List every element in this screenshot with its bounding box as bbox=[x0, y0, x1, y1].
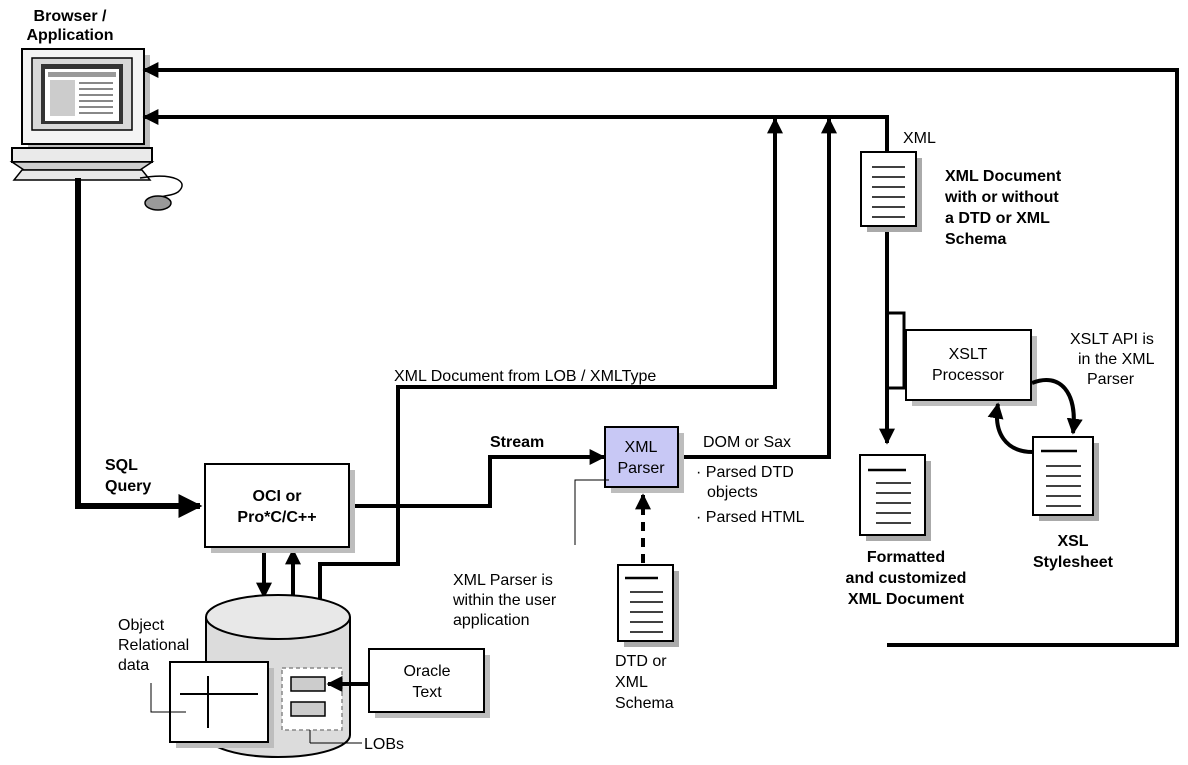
oci-label-line1: OCI or bbox=[253, 488, 302, 505]
formatted-label-line3: XML Document bbox=[848, 591, 965, 608]
dtd-label-line3: Schema bbox=[615, 695, 674, 712]
parsed-dtd-label-line1: · Parsed DTD bbox=[696, 464, 794, 481]
object-relational-label-line1: Object bbox=[118, 617, 165, 634]
lobs-label: LOBs bbox=[364, 736, 404, 753]
stream-line bbox=[350, 449, 606, 508]
formatted-label-line2: and customized bbox=[846, 570, 967, 587]
xml-document-label-line1: XML Document bbox=[945, 168, 1062, 185]
stream-label: Stream bbox=[490, 434, 544, 451]
dtd-label-line1: DTD or bbox=[615, 653, 667, 670]
sql-query-line bbox=[75, 178, 203, 518]
dtd-document-icon bbox=[617, 564, 679, 647]
xsl-stylesheet-icon bbox=[1032, 436, 1099, 521]
oracle-text-label-line2: Text bbox=[412, 684, 442, 701]
xml-document-icon bbox=[860, 151, 922, 232]
oracle-text-label-line1: Oracle bbox=[403, 663, 450, 680]
xml-parser-label-line2: Parser bbox=[617, 460, 665, 477]
oci-label-line2: Pro*C/C++ bbox=[237, 509, 316, 526]
xslt-processor-label-line2: Processor bbox=[932, 367, 1005, 384]
parser-within-label-line3: application bbox=[453, 612, 530, 629]
parser-within-leader bbox=[574, 479, 609, 545]
object-relational-label-line3: data bbox=[118, 657, 149, 674]
lobs-icon bbox=[281, 667, 343, 731]
dom-sax-line bbox=[682, 117, 837, 459]
computer-icon bbox=[9, 48, 183, 211]
xml-parser-box bbox=[604, 426, 679, 488]
oci-box bbox=[204, 463, 350, 548]
xslt-api-label-line1: XSLT API is bbox=[1070, 331, 1154, 348]
parsed-dtd-label-line2: objects bbox=[707, 484, 758, 501]
xslt-processor-label-line1: XSLT bbox=[949, 346, 988, 363]
lob-xmltype-label: XML Document from LOB / XMLType bbox=[394, 368, 656, 385]
oracle-text-box bbox=[368, 648, 485, 713]
object-relational-table-icon bbox=[169, 661, 274, 748]
xsl-label-line2: Stylesheet bbox=[1033, 554, 1114, 571]
xsl-label-line1: XSL bbox=[1057, 533, 1088, 550]
object-relational-label-line2: Relational bbox=[118, 637, 189, 654]
sql-query-label-line2: Query bbox=[105, 478, 151, 495]
xml-document-label-line2: with or without bbox=[944, 189, 1059, 206]
dtd-label-line2: XML bbox=[615, 674, 648, 691]
xml-document-label-line4: Schema bbox=[945, 231, 1006, 248]
formatted-document-icon bbox=[859, 454, 931, 541]
sql-query-label-line1: SQL bbox=[105, 457, 138, 474]
xslt-to-stylesheet-arrow bbox=[1031, 378, 1083, 435]
stylesheet-to-xslt-arrow bbox=[987, 402, 1034, 454]
formatted-return-line bbox=[142, 62, 1179, 647]
object-relational-leader bbox=[150, 683, 186, 713]
xml-label: XML bbox=[903, 130, 936, 147]
parser-within-label-line1: XML Parser is bbox=[453, 572, 553, 589]
xslt-processor-box bbox=[905, 329, 1032, 401]
parsed-html-label: · Parsed HTML bbox=[696, 509, 805, 526]
browser-label-line2: Application bbox=[26, 27, 113, 44]
xslt-api-label-line2: in the XML bbox=[1078, 351, 1155, 368]
dom-sax-label: DOM or Sax bbox=[703, 434, 791, 451]
xslt-connector bbox=[887, 311, 906, 390]
parser-within-label-line2: within the user bbox=[452, 592, 557, 609]
lob-xml-line bbox=[318, 117, 783, 601]
formatted-label-line1: Formatted bbox=[867, 549, 945, 566]
xml-parser-label-line1: XML bbox=[625, 439, 658, 456]
browser-label-line1: Browser / bbox=[34, 8, 107, 25]
xslt-api-label-line3: Parser bbox=[1087, 371, 1135, 388]
xml-document-label-line3: a DTD or XML bbox=[945, 210, 1050, 227]
